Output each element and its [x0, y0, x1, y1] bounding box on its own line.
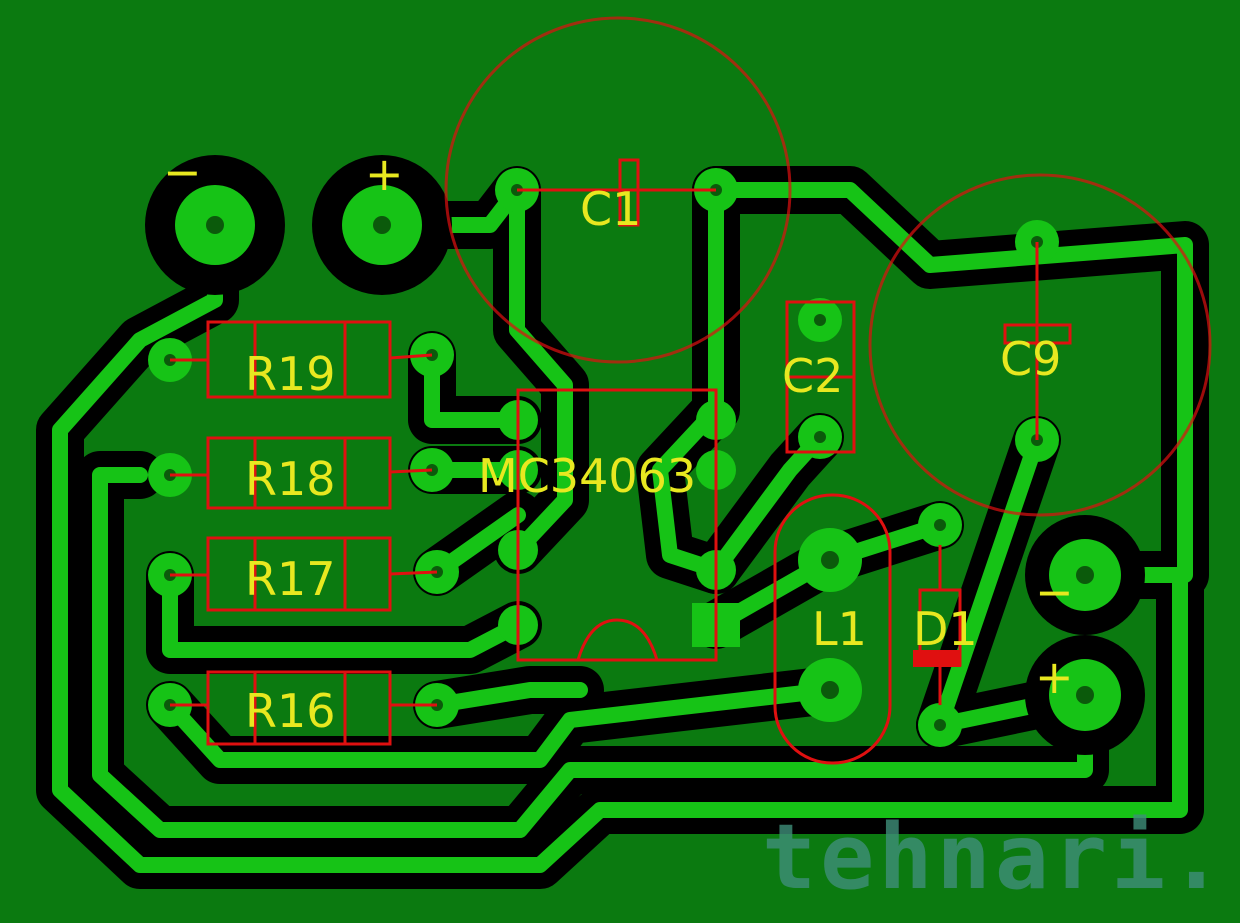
- l1-label: L1: [812, 602, 867, 656]
- d1-label: D1: [913, 602, 978, 656]
- silkscreen: [170, 16, 1212, 765]
- r19-label: R19: [245, 347, 336, 401]
- input-plus-label: +: [365, 147, 404, 201]
- r17-label: R17: [245, 552, 336, 606]
- output-minus-label: −: [1035, 565, 1074, 619]
- ic-outline: [516, 388, 718, 662]
- c9-label: C9: [1000, 332, 1061, 386]
- c2-label: C2: [782, 349, 843, 403]
- l1-outline: [773, 493, 892, 765]
- resistor-outlines: [170, 320, 438, 746]
- watermark: tehnari.ru: [762, 805, 1240, 910]
- ic-label: MC34063: [478, 449, 696, 503]
- c1-label: C1: [580, 182, 641, 236]
- r18-label: R18: [245, 452, 336, 506]
- input-minus-label: −: [163, 145, 202, 199]
- r16-label: R16: [245, 684, 336, 738]
- c9-outline: [868, 173, 1212, 517]
- output-plus-label: +: [1035, 650, 1074, 704]
- c1-outline: [444, 16, 792, 364]
